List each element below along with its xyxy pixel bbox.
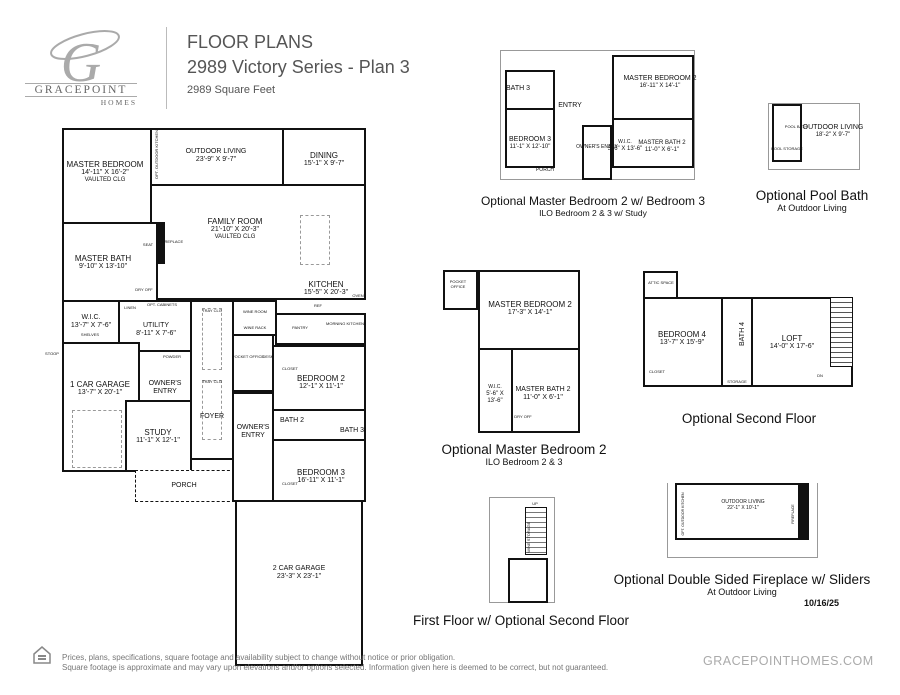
page-title: FLOOR PLANS	[187, 32, 314, 52]
small-label: CLOSET	[281, 366, 299, 371]
small-label: OPT. OUTDOOR KITCHEN	[154, 130, 159, 180]
small-label: FIREPLACE	[160, 239, 184, 244]
room-owners-entry: OWNER'S ENTRY	[576, 144, 618, 150]
small-label: OVEN	[352, 293, 364, 298]
room-pocket-office: POCKET OFFICE	[449, 279, 467, 289]
room-pool-bath: POOL BATH	[784, 124, 808, 129]
logo-sub: HOMES	[100, 98, 137, 107]
room-bath-3: BATH 3	[340, 427, 364, 434]
room-bath-4: BATH 4	[738, 322, 746, 347]
disclaimer-line-1: Prices, plans, specifications, square fo…	[62, 653, 456, 662]
small-label: TRAY CLG	[202, 308, 222, 313]
room-bath-2: BATH 2	[280, 417, 304, 424]
small-label: POCKET OFFICE	[231, 354, 265, 359]
opt-outdoor-kitchen: OPT. OUTDOOR KITCHEN	[680, 492, 685, 536]
small-label: SHELVES	[80, 332, 100, 337]
room-bedroom-2: BEDROOM 212'-1" x 11'-1"	[296, 374, 346, 391]
revision-date: 10/16/25	[804, 598, 840, 608]
room-master-bath-2: MASTER BATH 211'-0" x 6'-1"	[638, 140, 686, 153]
room-attic-space: ATTIC SPACE	[648, 280, 674, 285]
room-wine-storage: WINE STORAGE	[526, 521, 532, 553]
small-label: DRY OFF	[135, 287, 153, 292]
option-caption: Optional Second Floor	[681, 411, 817, 426]
equal-housing-icon	[32, 645, 52, 670]
option-caption: First Floor w/ Optional Second Floor	[412, 613, 630, 628]
room-entry: ENTRY	[558, 102, 582, 109]
header-divider	[166, 27, 167, 109]
small-label: MORNING KITCHEN	[326, 321, 364, 326]
room-owners-entry: OWNER'S ENTRY	[148, 380, 182, 396]
small-label: REF	[314, 303, 322, 308]
room-wic: W.I.C.5'-6" x 13'-6"	[486, 384, 504, 404]
option-caption: Optional Double Sided Fireplace w/ Slide…	[613, 572, 871, 597]
room-bedroom-3: BEDROOM 316'-11" x 11'-1"	[296, 468, 346, 485]
small-label: OPT. CABINETS	[146, 302, 178, 307]
small-label: LINEN	[124, 305, 136, 310]
small-label: TRAY CLG	[202, 379, 222, 384]
plan-name: 2989 Victory Series - Plan 3	[187, 57, 410, 77]
square-feet: 2989 Square Feet	[187, 84, 276, 96]
room-porch: PORCH	[171, 482, 197, 489]
logo: G GRACEPOINT HOMES	[25, 25, 137, 107]
fireplace: FIREPLACE	[790, 504, 795, 524]
room-bedroom-4: BEDROOM 413'-7" x 15'-9"	[657, 330, 707, 347]
room-pool-storage: POOL STORAGE	[771, 146, 803, 151]
small-label: PANTRY	[292, 325, 308, 330]
room-porch: PORCH	[535, 167, 555, 173]
room-dry-off: DRY OFF	[514, 414, 532, 419]
room-master-bath-2: MASTER BATH 211'-0" x 6'-1"	[515, 386, 571, 402]
room-storage: STORAGE	[727, 379, 747, 384]
disclaimer-line-2: Square footage is approximate and may va…	[62, 663, 609, 672]
room-master-bedroom-2: MASTER BEDROOM 216'-11" x 14'-1"	[623, 75, 697, 90]
room-closet: CLOSET	[648, 369, 666, 374]
room-bath-3: BATH 3	[506, 85, 530, 92]
room-owners-entry-2: OWNER'S ENTRY	[236, 424, 270, 440]
small-label: WINE ROOM	[243, 309, 267, 314]
small-label: WINE RACK	[243, 325, 267, 330]
room-foyer: FOYER	[199, 413, 225, 420]
stair-dn: DN	[817, 373, 823, 378]
small-label: STOOP	[45, 351, 59, 356]
stair-up: UP	[532, 501, 538, 506]
room-master-bedroom-2: MASTER BEDROOM 217'-3" x 14'-1"	[488, 300, 572, 317]
small-label: CLOSET	[281, 481, 299, 486]
small-label: DESK	[262, 354, 274, 359]
room-wic: W.I.C.13'-7" x 7'-6"	[70, 314, 112, 330]
logo-name: GRACEPOINT	[25, 83, 137, 97]
room-wic: W.I.C.5'-6" x 13'-6"	[607, 139, 643, 152]
room-bedroom-3: BEDROOM 311'-1" x 12'-10"	[508, 136, 552, 151]
website-link[interactable]: GRACEPOINTHOMES.COM	[703, 654, 874, 668]
small-label: SEAT	[142, 242, 154, 247]
small-label: POWDER	[163, 354, 181, 359]
